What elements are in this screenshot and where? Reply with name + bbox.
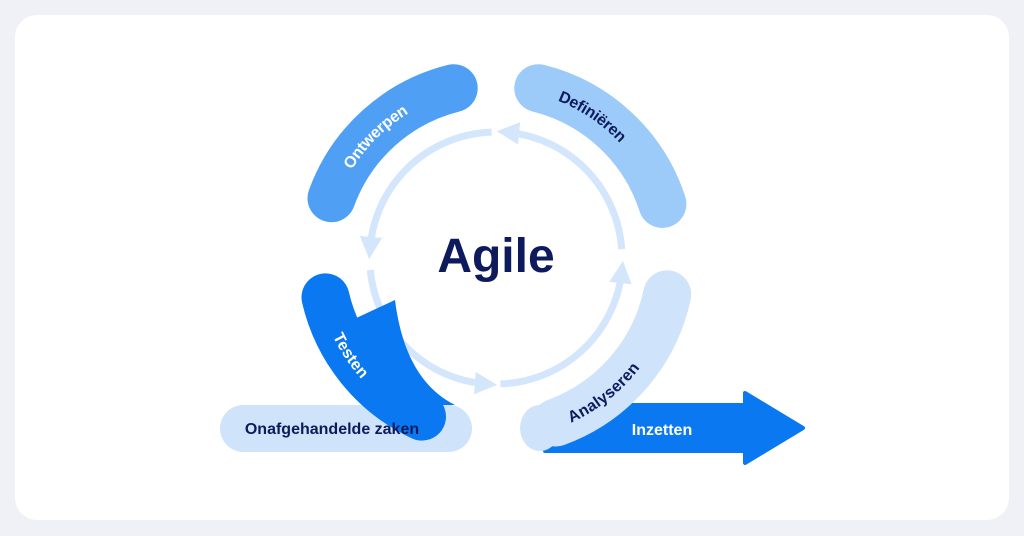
inner-cycle-ring: [359, 122, 632, 395]
cycle-arrow-top-left: [359, 128, 492, 260]
diagram-card: [15, 15, 1009, 520]
backlog-label: Onafgehandelde zaken: [245, 421, 419, 438]
analyseren-base: [520, 405, 560, 451]
cycle-arrow-bottom-right: [500, 260, 632, 388]
cycle-arrow-bottom-left: [366, 269, 498, 395]
agile-title: Agile: [437, 230, 554, 283]
deploy-label: Inzetten: [632, 422, 692, 439]
cycle-arrow-top-right: [496, 122, 626, 250]
